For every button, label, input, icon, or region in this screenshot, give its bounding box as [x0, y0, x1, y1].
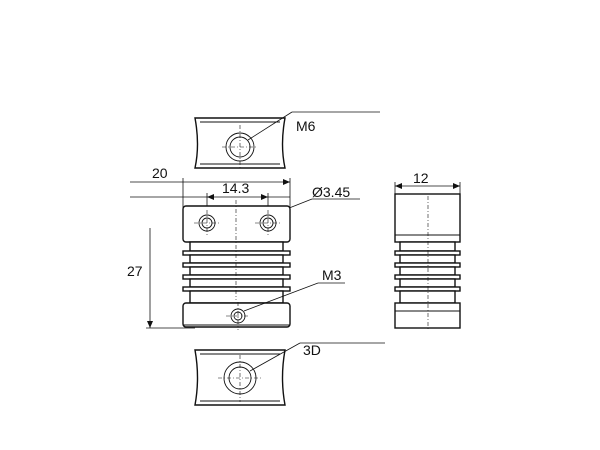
coupler-front-view	[182, 200, 291, 330]
side-width-label: 12	[413, 170, 429, 186]
height-label: 27	[127, 263, 143, 279]
hole-spacing-dimension	[130, 193, 290, 212]
m6-label: M6	[296, 118, 316, 134]
hole-spacing-label: 14.3	[222, 180, 249, 196]
height-dimension	[146, 228, 195, 329]
coupler-side-view	[394, 193, 461, 330]
top-nut-view	[194, 117, 286, 170]
bottom-nut-view	[194, 349, 286, 406]
3d-label: 3D	[303, 342, 321, 358]
hole-diameter-label: Ø3.45	[312, 184, 350, 200]
width-dimension	[130, 178, 291, 208]
m3-label: M3	[322, 267, 342, 283]
m3-leader	[243, 282, 345, 312]
3d-leader	[249, 342, 385, 372]
width-label: 20	[152, 165, 168, 181]
m6-leader	[247, 111, 380, 141]
